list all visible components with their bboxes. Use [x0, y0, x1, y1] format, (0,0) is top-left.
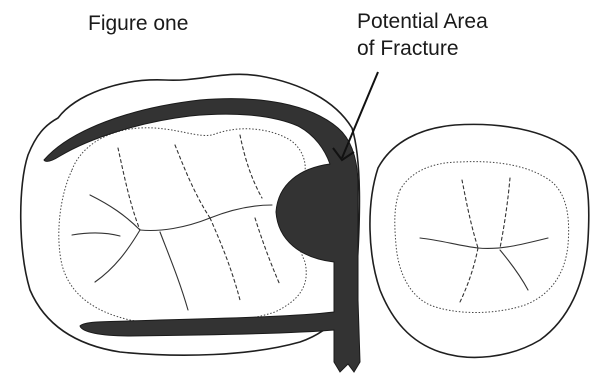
callout-line-2: of Fracture: [357, 35, 488, 62]
right-tooth-outline: [370, 124, 589, 357]
figure-title: Figure one: [88, 10, 188, 37]
callout-pointer-line: [342, 72, 378, 158]
callout-line-1: Potential Area: [357, 8, 488, 35]
fracture-callout-label: Potential Area of Fracture: [357, 8, 488, 62]
